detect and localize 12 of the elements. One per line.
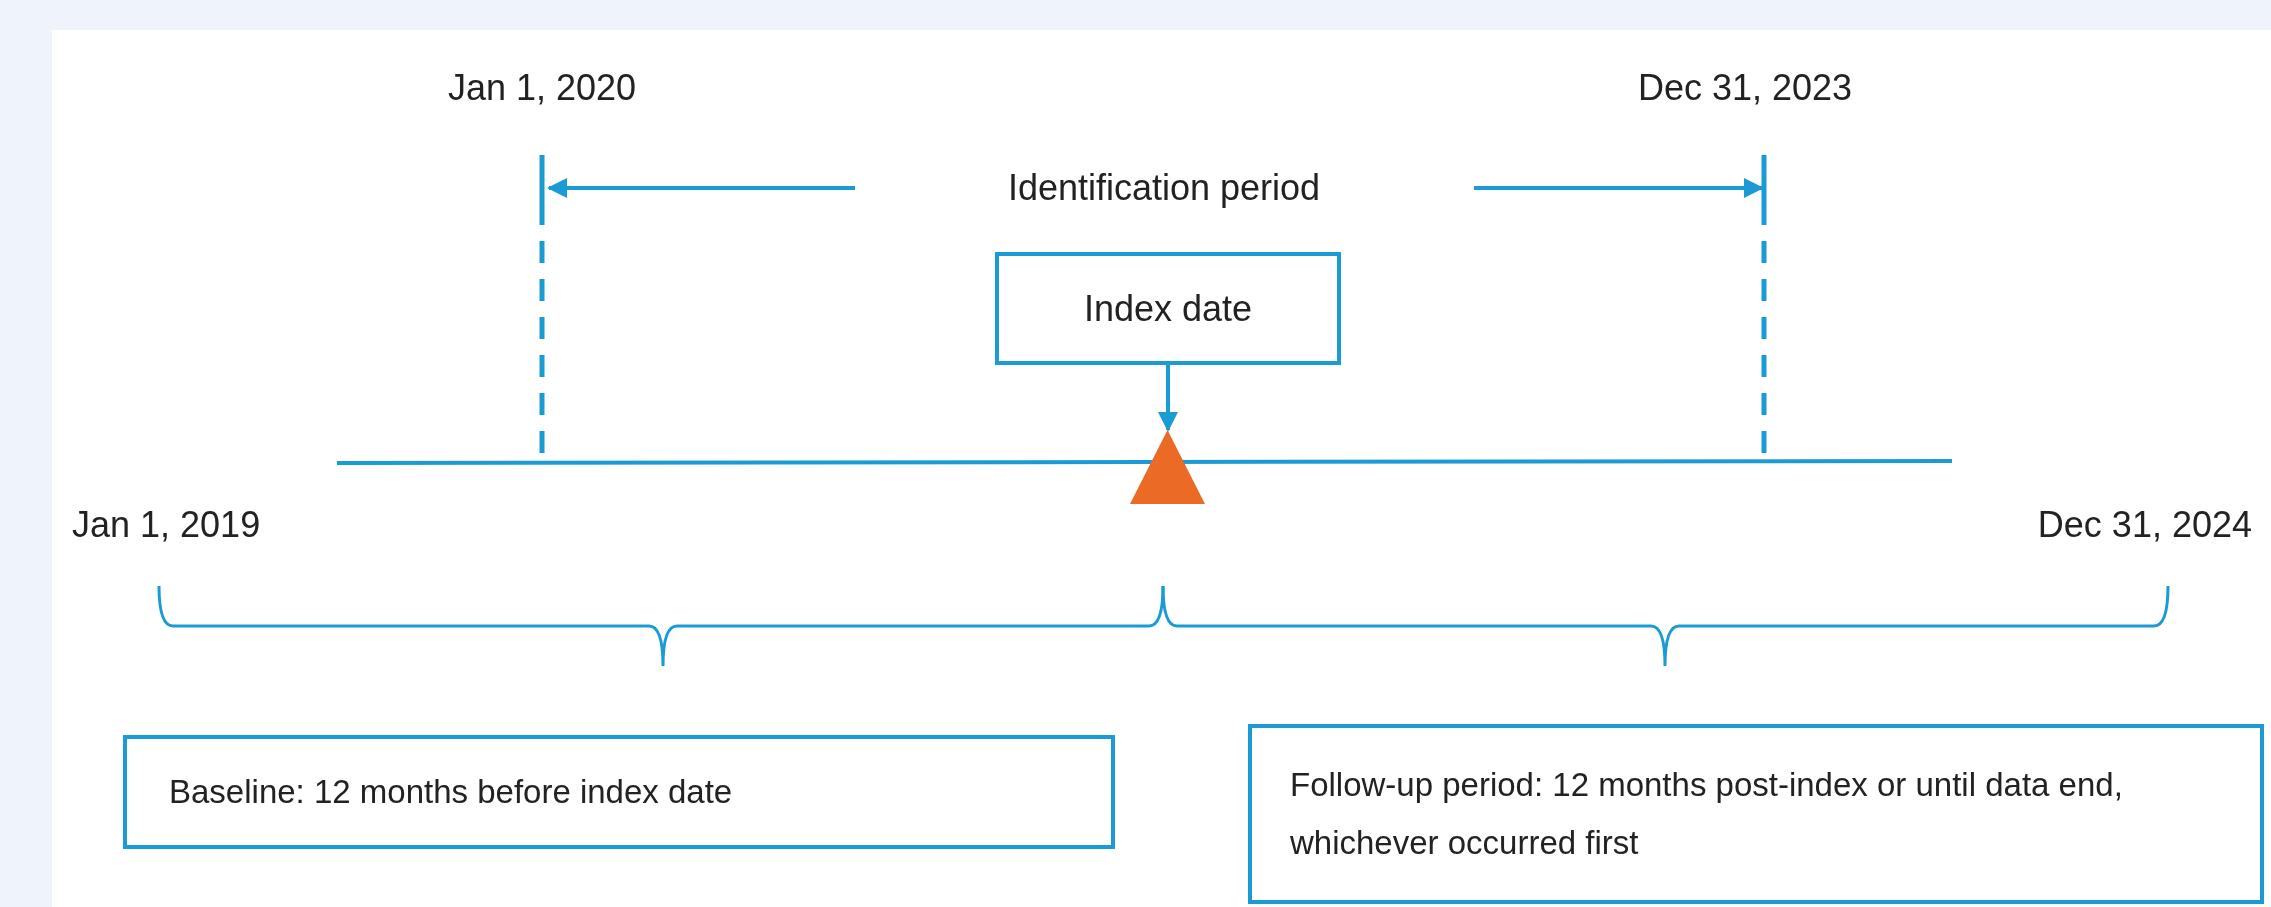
text-box <box>123 735 1115 849</box>
box-text: Follow-up period: 12 months post-index or until data end, whichever occurred first <box>1290 765 2124 863</box>
date-label: Dec 31, 2024 <box>2037 507 2252 543</box>
arrow <box>1158 365 1178 432</box>
box-text: Baseline: 12 months before index date <box>169 772 733 812</box>
date-label: Jan 1, 2020 <box>447 70 637 106</box>
text-box <box>1248 724 2264 904</box>
period-label: Identification period <box>1007 170 1321 206</box>
text-box <box>995 252 1341 365</box>
box-text: Index date <box>1083 286 1253 331</box>
date-label: Jan 1, 2019 <box>72 507 261 543</box>
date-label: Dec 31, 2023 <box>1637 70 1853 106</box>
